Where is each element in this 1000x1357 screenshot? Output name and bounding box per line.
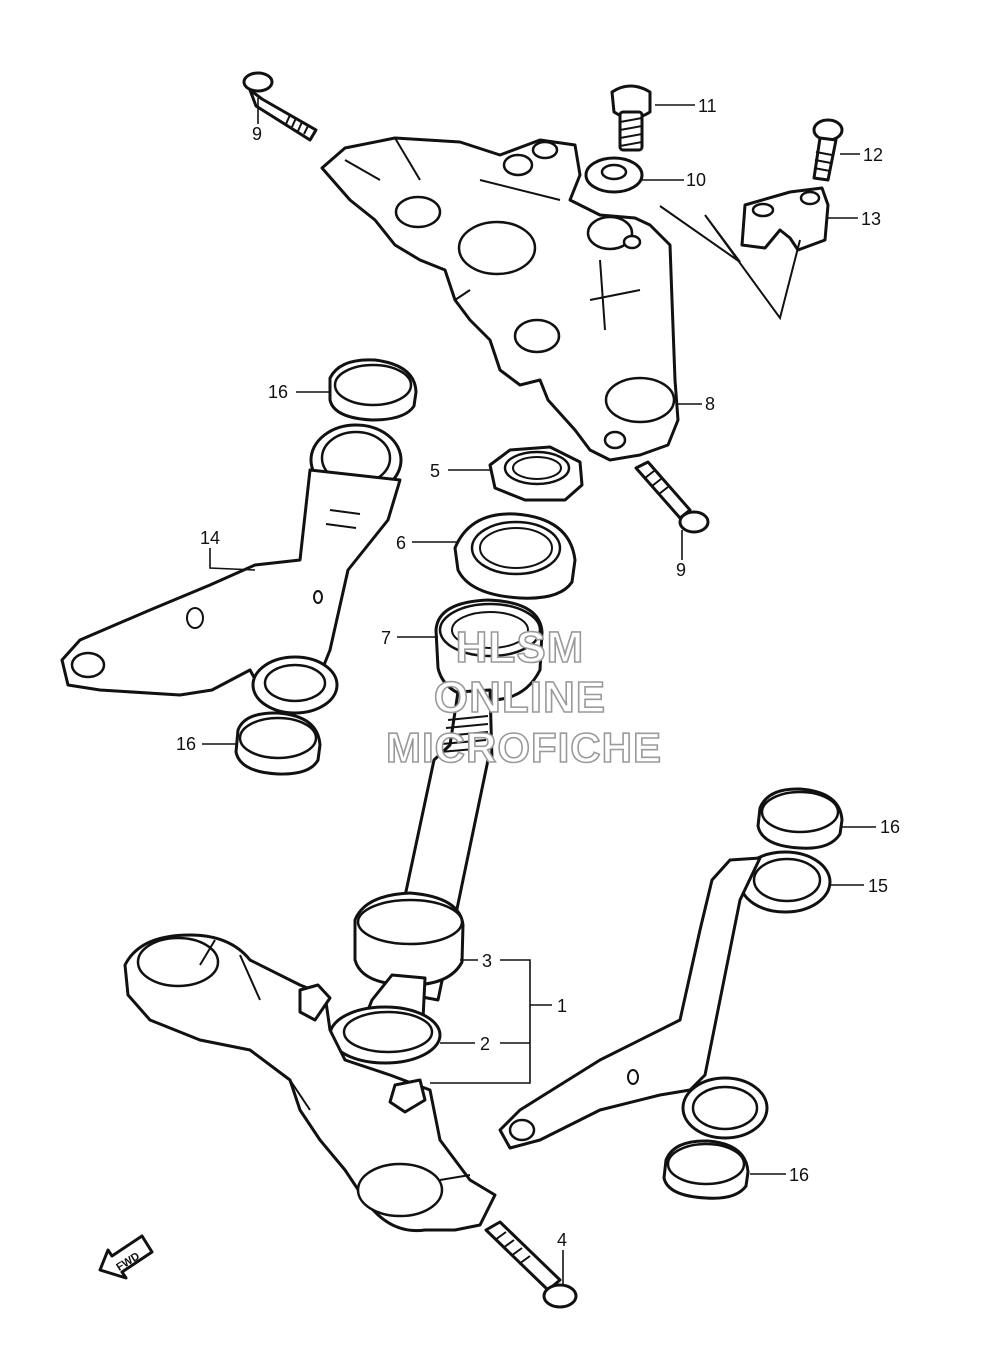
callout-12: 12 [863, 145, 883, 165]
lower-bracket [123, 933, 497, 1233]
callout-10: 10 [686, 170, 706, 190]
bolt-part-11 [610, 84, 652, 152]
cushion-part-16-b [234, 711, 322, 776]
connector-line [659, 205, 801, 321]
watermark: HLSM ONLINE MICROFICHE [385, 622, 662, 772]
callout-4: 4 [557, 1230, 567, 1250]
callout-1: 1 [557, 996, 567, 1016]
cushion-part-16-d [662, 1139, 750, 1200]
cushion-part-16-a [328, 358, 418, 422]
callout-11: 11 [698, 96, 717, 116]
bolt-part-9-lower [634, 460, 710, 534]
callout-7: 7 [381, 628, 391, 648]
handle-bracket-part-15 [498, 850, 832, 1150]
callout-16-a: 16 [268, 382, 288, 402]
washer-part-10 [584, 156, 644, 194]
handle-bracket-part-14 [60, 423, 403, 715]
steering-nut-part-5 [488, 445, 584, 502]
bolt-part-9-top [242, 71, 318, 142]
callout-16-b: 16 [176, 734, 196, 754]
watermark-line-2: ONLINE [434, 673, 606, 722]
callout-5: 5 [430, 461, 440, 481]
holder-part-13 [740, 186, 830, 252]
callout-3: 3 [482, 951, 492, 971]
dust-seal-part-6 [453, 512, 577, 600]
watermark-line-1: HLSM [456, 623, 585, 672]
callout-2: 2 [480, 1034, 490, 1054]
callout-6: 6 [396, 533, 406, 553]
forward-arrow-icon: FWD [98, 1234, 154, 1280]
callout-16-d: 16 [789, 1165, 809, 1185]
leader-lines [202, 98, 876, 1284]
bearing-part-7 [434, 598, 544, 702]
bolt-part-12 [812, 118, 844, 182]
callout-13: 13 [861, 209, 881, 229]
bolt-part-4 [484, 1220, 578, 1309]
callout-14: 14 [200, 528, 220, 548]
callout-numbers: 9 11 10 12 13 8 5 6 7 9 16 14 16 16 15 1… [176, 96, 900, 1250]
callout-9-lower: 9 [676, 560, 686, 580]
callout-15: 15 [868, 876, 888, 896]
callout-9-top: 9 [252, 124, 262, 144]
callout-16-c: 16 [880, 817, 900, 837]
callout-8: 8 [705, 394, 715, 414]
watermark-line-3: MICROFICHE [386, 724, 662, 771]
upper-bracket-part-8 [320, 136, 680, 462]
bearing-part-2 [328, 1005, 442, 1065]
cushion-part-16-c [756, 787, 844, 850]
